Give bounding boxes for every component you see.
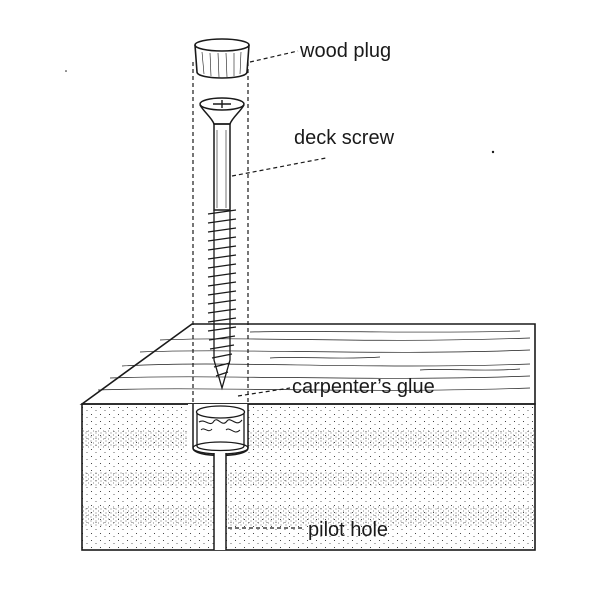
- label-deck-screw: deck screw: [294, 127, 395, 149]
- label-wood-plug: wood plug: [299, 40, 391, 62]
- screw-threads: [207, 209, 237, 391]
- speck: [491, 150, 495, 154]
- alignment-guides: [192, 62, 249, 404]
- deck-screw: [199, 97, 245, 391]
- leader-lines: [228, 50, 327, 529]
- pilot-hole: [213, 453, 227, 550]
- label-pilot-hole: pilot hole: [308, 519, 388, 541]
- board-front-stipple: [82, 404, 535, 550]
- wood-plug: [194, 38, 250, 79]
- glued-plug-in-bore: [195, 405, 246, 452]
- wood-board: [79, 323, 536, 551]
- speck: [65, 70, 67, 72]
- label-carpenters-glue: carpenter’s glue: [292, 376, 435, 398]
- board-top-grain: [97, 330, 531, 391]
